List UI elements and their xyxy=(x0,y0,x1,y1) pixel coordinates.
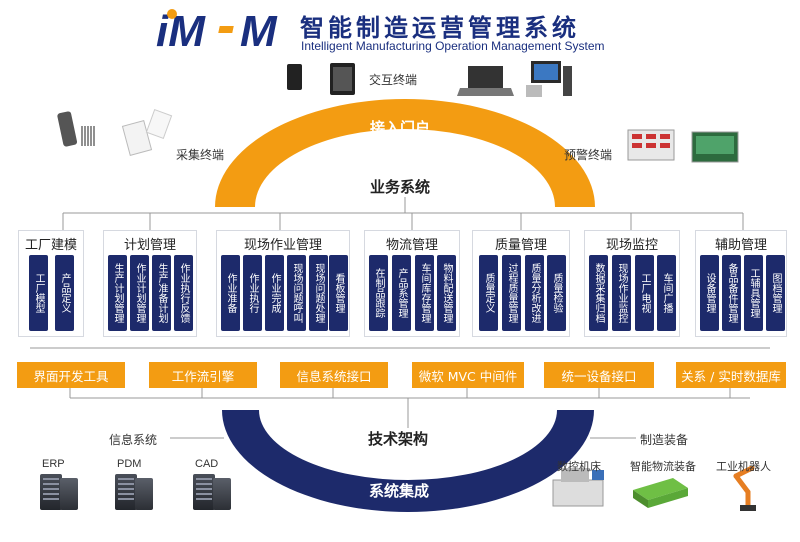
tool-database: 关系 / 实时数据库 xyxy=(676,362,786,388)
tool-device-interface: 统一设备接口 xyxy=(544,362,654,388)
robot-label: 工业机器人 xyxy=(716,461,771,473)
pdm-server-icon xyxy=(135,478,153,510)
business-system-label: 业务系统 xyxy=(364,176,437,197)
info-systems-label: 信息系统 xyxy=(109,433,158,447)
tool-mvc-middleware: 微软 MVC 中间件 xyxy=(412,362,524,388)
module-item: 设备管理 xyxy=(700,255,719,331)
module-factory-modeling: 工厂建模 工厂模型 产品定义 xyxy=(18,230,84,337)
module-item: 工辅具管理 xyxy=(744,255,763,331)
module-item: 质量分析改进 xyxy=(525,255,544,331)
module-item: 生产计划管理 xyxy=(108,255,127,331)
module-item: 作业执行反馈 xyxy=(174,255,193,331)
title-cn: 智能制造运营管理系统 xyxy=(300,14,580,42)
module-item: 产品定义 xyxy=(55,255,74,331)
cad-server-icon xyxy=(193,474,215,510)
module-item: 质量定义 xyxy=(479,255,498,331)
module-item: 质量检验 xyxy=(547,255,566,331)
label-interactive-terminal: 交互终端 xyxy=(369,73,418,87)
module-item: 看板管理 xyxy=(329,255,348,331)
module-item: 现场问题处理 xyxy=(309,255,328,331)
portal-label: 接入门户 xyxy=(370,119,431,137)
module-title: 工厂建模 xyxy=(24,238,77,253)
module-item: 在制品跟踪 xyxy=(369,255,388,331)
svg-text:M: M xyxy=(240,7,278,54)
module-item: 产品系管理 xyxy=(392,255,411,331)
label-collect-terminal: 采集终端 xyxy=(176,148,225,162)
module-item: 作业执行 xyxy=(243,255,262,331)
module-item: 现场作业监控 xyxy=(612,255,631,331)
module-item: 作业完成 xyxy=(265,255,284,331)
tech-architecture-label: 技术架构 xyxy=(362,428,435,449)
module-item: 工厂模型 xyxy=(29,255,48,331)
module-item: 过程质量管理 xyxy=(502,255,521,331)
module-item: 作业计划管理 xyxy=(130,255,149,331)
module-plan-management: 计划管理 生产计划管理 作业计划管理 生产准备计划 作业执行反馈 xyxy=(103,230,197,337)
module-title: 计划管理 xyxy=(123,238,176,253)
module-auxiliary: 辅助管理 设备管理 备品备件管理 工辅具管理 图档管理 xyxy=(695,230,787,337)
agv-label: 智能物流装备 xyxy=(630,461,696,473)
erp-server-icon xyxy=(40,474,62,510)
module-item: 作业准备 xyxy=(221,255,240,331)
erp-server-icon xyxy=(60,478,78,510)
module-item: 备品备件管理 xyxy=(722,255,741,331)
manufacturing-equipment-label: 制造装备 xyxy=(640,433,689,447)
module-item: 图档管理 xyxy=(766,255,785,331)
pdm-label: PDM xyxy=(117,458,142,470)
module-item: 现场问题呼叫 xyxy=(287,255,306,331)
tool-info-interface: 信息系统接口 xyxy=(280,362,388,388)
module-title: 现场作业管理 xyxy=(243,238,322,253)
tool-workflow-engine: 工作流引擎 xyxy=(149,362,257,388)
cad-server-icon xyxy=(213,478,231,510)
module-item: 物料配送管理 xyxy=(437,255,456,331)
module-title: 质量管理 xyxy=(494,238,547,253)
module-logistics: 物流管理 在制品跟踪 产品系管理 车间库存管理 物料配送管理 xyxy=(364,230,460,337)
cnc-label: 数控机床 xyxy=(557,461,601,473)
module-item: 生产准备计划 xyxy=(152,255,171,331)
tool-ui-dev: 界面开发工具 xyxy=(17,362,125,388)
cad-label: CAD xyxy=(195,458,219,470)
module-site-operation: 现场作业管理 作业准备 作业执行 作业完成 现场问题呼叫 现场问题处理 看板管理 xyxy=(216,230,350,337)
module-site-monitoring: 现场监控 数据采集归档 现场作业监控 工厂电视 车间广播 xyxy=(584,230,680,337)
module-item: 车间库存管理 xyxy=(415,255,434,331)
module-item: 工厂电视 xyxy=(635,255,654,331)
module-item: 车间广播 xyxy=(657,255,676,331)
module-title: 现场监控 xyxy=(605,238,658,253)
svg-text:iM: iM xyxy=(156,7,206,54)
label-alert-terminal: 预警终端 xyxy=(564,148,613,162)
module-title: 辅助管理 xyxy=(714,238,767,253)
pdm-server-icon xyxy=(115,474,137,510)
module-title: 物流管理 xyxy=(385,238,438,253)
module-item: 数据采集归档 xyxy=(589,255,608,331)
title-en: Intelligent Manufacturing Operation Mana… xyxy=(301,39,605,53)
imm-logo: iM M xyxy=(156,7,278,54)
module-quality: 质量管理 质量定义 过程质量管理 质量分析改进 质量检验 xyxy=(472,230,570,337)
erp-label: ERP xyxy=(42,458,65,470)
system-integration-label: 系统集成 xyxy=(369,482,430,500)
